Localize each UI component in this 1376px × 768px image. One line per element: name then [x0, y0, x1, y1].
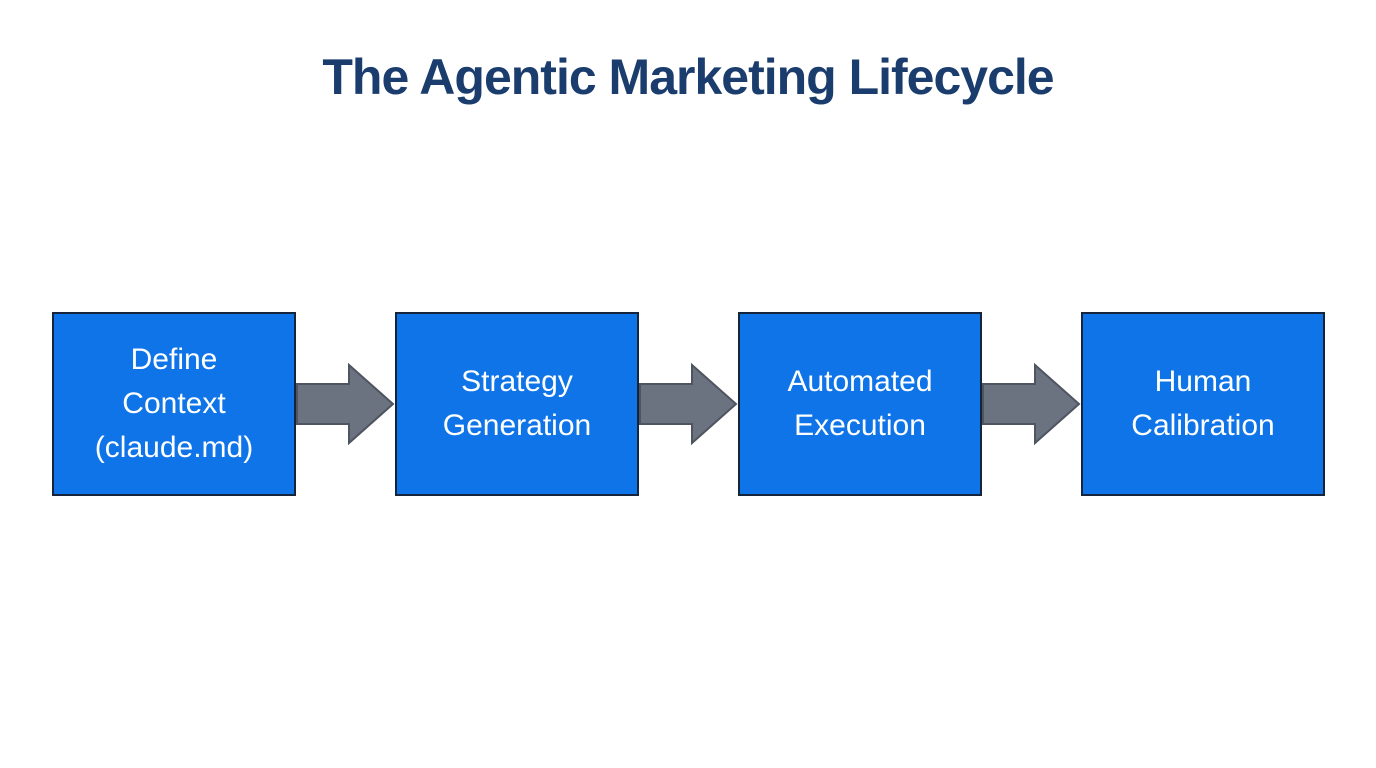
step-label-line: Execution — [794, 409, 926, 442]
step-box-define-context: Define Context (claude.md) — [52, 312, 296, 496]
step-label-line: Strategy — [461, 365, 573, 398]
step-label-line: (claude.md) — [94, 431, 254, 464]
step-box-automated-execution: Automated Execution — [738, 312, 982, 496]
step-label-line: Calibration — [1131, 409, 1275, 442]
page-title: The Agentic Marketing Lifecycle — [322, 49, 1054, 105]
step-box-strategy-generation: Strategy Generation — [395, 312, 639, 496]
step-label-line: Define — [130, 343, 218, 376]
step-label-line: Generation — [442, 409, 592, 442]
process-flow: Define Context (claude.md) Strategy Gene… — [52, 312, 1325, 496]
right-arrow-icon — [982, 362, 1081, 446]
right-arrow-icon — [296, 362, 395, 446]
step-label-line: Human — [1154, 365, 1252, 398]
right-arrow-icon — [639, 362, 738, 446]
step-label-line: Context — [122, 387, 226, 420]
step-label-line: Automated — [787, 365, 933, 398]
step-box-human-calibration: Human Calibration — [1081, 312, 1325, 496]
